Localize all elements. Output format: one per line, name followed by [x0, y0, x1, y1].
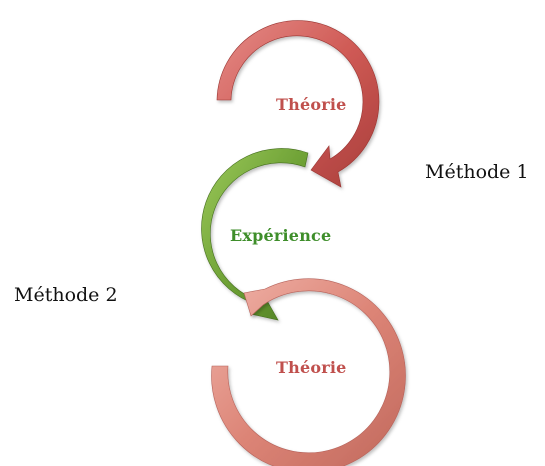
method-1-label: Méthode 1: [425, 161, 529, 183]
bottom-cycle-arrow: [211, 278, 406, 466]
bottom-cycle-label: Théorie: [276, 358, 347, 377]
top-cycle-label: Théorie: [276, 95, 347, 114]
middle-cycle-arrow: [201, 148, 309, 321]
top-cycle-arrow: [216, 20, 380, 188]
method-2-label: Méthode 2: [14, 284, 118, 306]
middle-cycle-label: Expérience: [230, 226, 332, 245]
